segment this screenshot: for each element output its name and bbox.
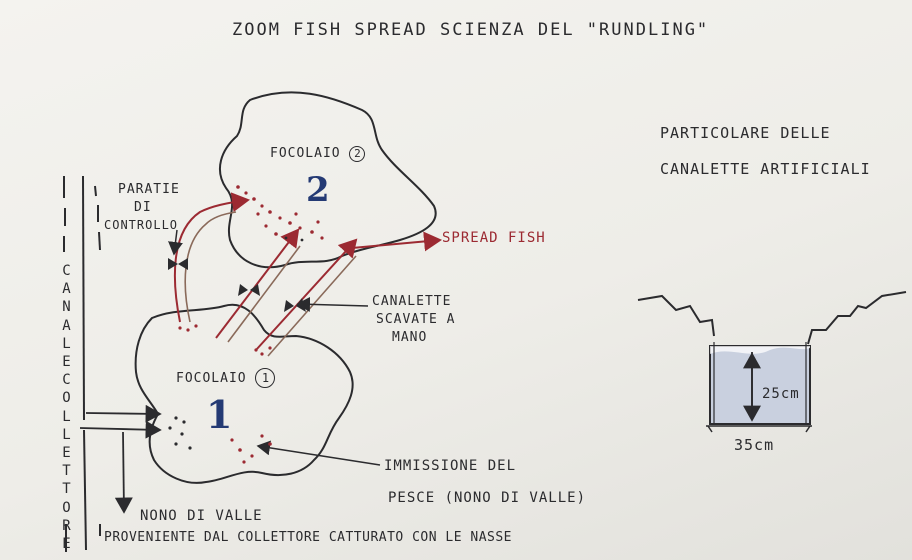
canale-collettore-label: CANALE COLLETTORE [62, 263, 72, 553]
canaletta-diagonal-2 [255, 238, 358, 351]
canalette-pointer [296, 296, 369, 312]
canale-collettore-lines [63, 175, 101, 552]
down-arrow [114, 431, 133, 514]
focolaio-2-number: 2 [349, 146, 366, 162]
canaletta-curve [173, 192, 250, 323]
immissione-line-1: IMMISSIONE DEL [384, 458, 517, 474]
canaletta-diagonal-1 [215, 228, 300, 339]
paratie-line-1: PARATIE [118, 182, 180, 197]
canaletta-cross-section [637, 291, 907, 433]
focolaio-2-label: FOCOLAIO 2 [270, 146, 366, 162]
spread-fish-label: SPREAD FISH [442, 230, 546, 246]
immissione-pointer [256, 440, 381, 466]
focolaio-1-label: FOCOLAIO 1 [176, 368, 276, 388]
focolaio-1-big-number: 1 [206, 392, 233, 437]
paratie-line-3: CONTROLLO [104, 218, 179, 232]
immissione-line-2: PESCE (NONO DI VALLE) [388, 490, 587, 506]
focolaio-2-big-number: 2 [306, 170, 330, 210]
canal-inflow-arrow-1 [85, 404, 162, 423]
page-title: ZOOM FISH SPREAD SCIENZA DEL "RUNDLING" [232, 20, 710, 40]
provenienza-label: PROVENIENTE DAL COLLETTORE CATTURATO CON… [104, 530, 513, 545]
canalette-line-1: CANALETTE [372, 294, 452, 309]
nono-di-valle-label: NONO DI VALLE [140, 508, 263, 524]
focolaio-2-text: FOCOLAIO [270, 146, 341, 161]
width-label: 35cm [734, 436, 775, 454]
paratie-line-2: DI [134, 200, 152, 215]
depth-label: 25cm [762, 386, 800, 402]
canalette-line-3: MANO [392, 330, 428, 345]
detail-title-line-2: CANALETTE ARTIFICIALI [660, 160, 871, 178]
focolaio-1-number: 1 [255, 368, 276, 388]
fish-dots [168, 185, 324, 464]
paratie-pointer [168, 229, 183, 256]
canal-inflow-arrow-2 [79, 420, 162, 439]
spread-fish-arrow [351, 231, 442, 252]
canalette-line-2: SCAVATE A [376, 312, 456, 327]
detail-title-line-1: PARTICOLARE DELLE [660, 124, 831, 142]
focolaio-1-text: FOCOLAIO [176, 371, 247, 386]
